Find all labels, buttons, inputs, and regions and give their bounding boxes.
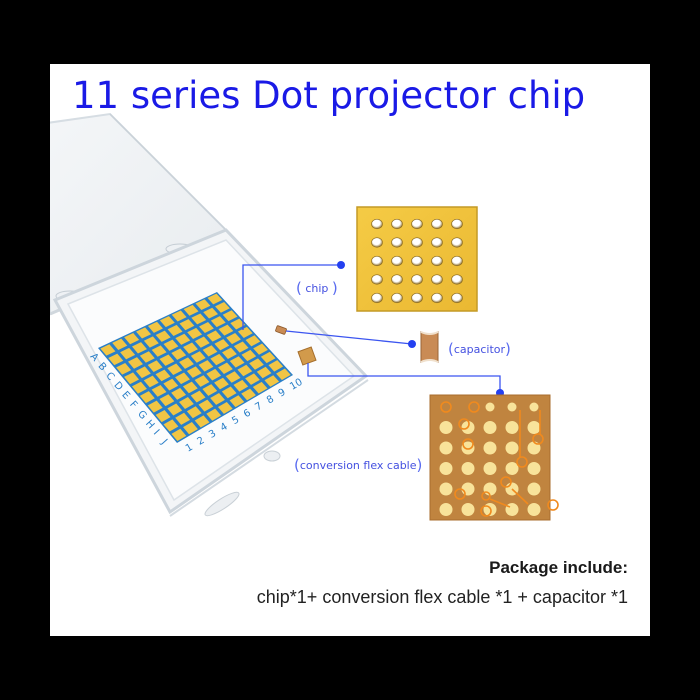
svg-text:8: 8 [265, 394, 276, 407]
capacitor-dot [408, 340, 416, 348]
svg-text:5: 5 [230, 414, 241, 427]
flex-callout: (conversion flex cable) [294, 455, 423, 474]
bracket-right: ) [331, 279, 338, 297]
bracket-left: ( [448, 340, 454, 358]
svg-text:1: 1 [184, 442, 195, 455]
capacitor-label: capacitor [453, 343, 506, 356]
capacitor-callout: (capacitor) [448, 339, 511, 358]
flex-label: conversion flex cable [299, 459, 417, 472]
chip-dot [337, 261, 345, 269]
svg-text:4: 4 [219, 421, 230, 434]
flex-cable-closeup [429, 394, 559, 521]
svg-text:6: 6 [242, 407, 253, 420]
svg-text:2: 2 [196, 435, 207, 448]
svg-text:7: 7 [253, 401, 264, 414]
chip-closeup [356, 206, 478, 312]
package-heading: Package include: [489, 558, 628, 577]
bracket-right: ) [416, 456, 423, 474]
chip-callout: ( chip ) [296, 278, 338, 297]
bracket-right: ) [505, 340, 511, 358]
capacitor-closeup [420, 331, 439, 363]
svg-text:I: I [151, 428, 161, 438]
svg-text:3: 3 [207, 428, 218, 441]
chip-label: chip [305, 282, 329, 295]
bracket-left: ( [296, 279, 302, 297]
package-items: chip*1+ conversion flex cable *1 + capac… [256, 587, 628, 607]
leader-lines [242, 264, 501, 393]
svg-text:J: J [158, 437, 169, 447]
tiny-capacitor [275, 325, 287, 335]
svg-text:9: 9 [277, 387, 288, 400]
tiny-flex [297, 346, 317, 366]
page-title: 11 series Dot projector chip [72, 74, 586, 117]
bracket-left: ( [294, 456, 300, 474]
svg-text:F: F [127, 399, 139, 411]
